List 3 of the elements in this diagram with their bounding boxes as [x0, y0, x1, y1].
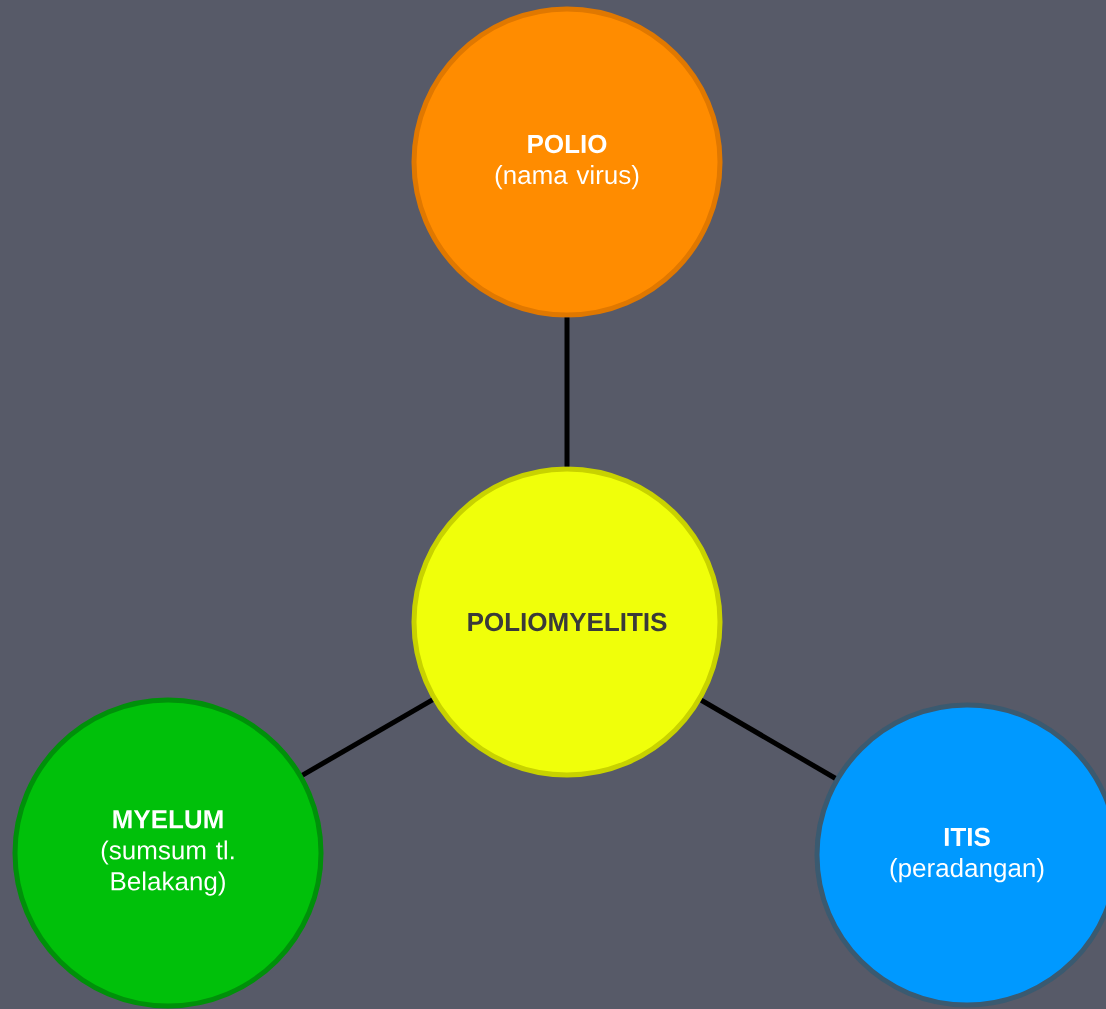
connector-line [564, 317, 570, 467]
connector-line [301, 697, 434, 778]
connector-line [700, 698, 837, 781]
